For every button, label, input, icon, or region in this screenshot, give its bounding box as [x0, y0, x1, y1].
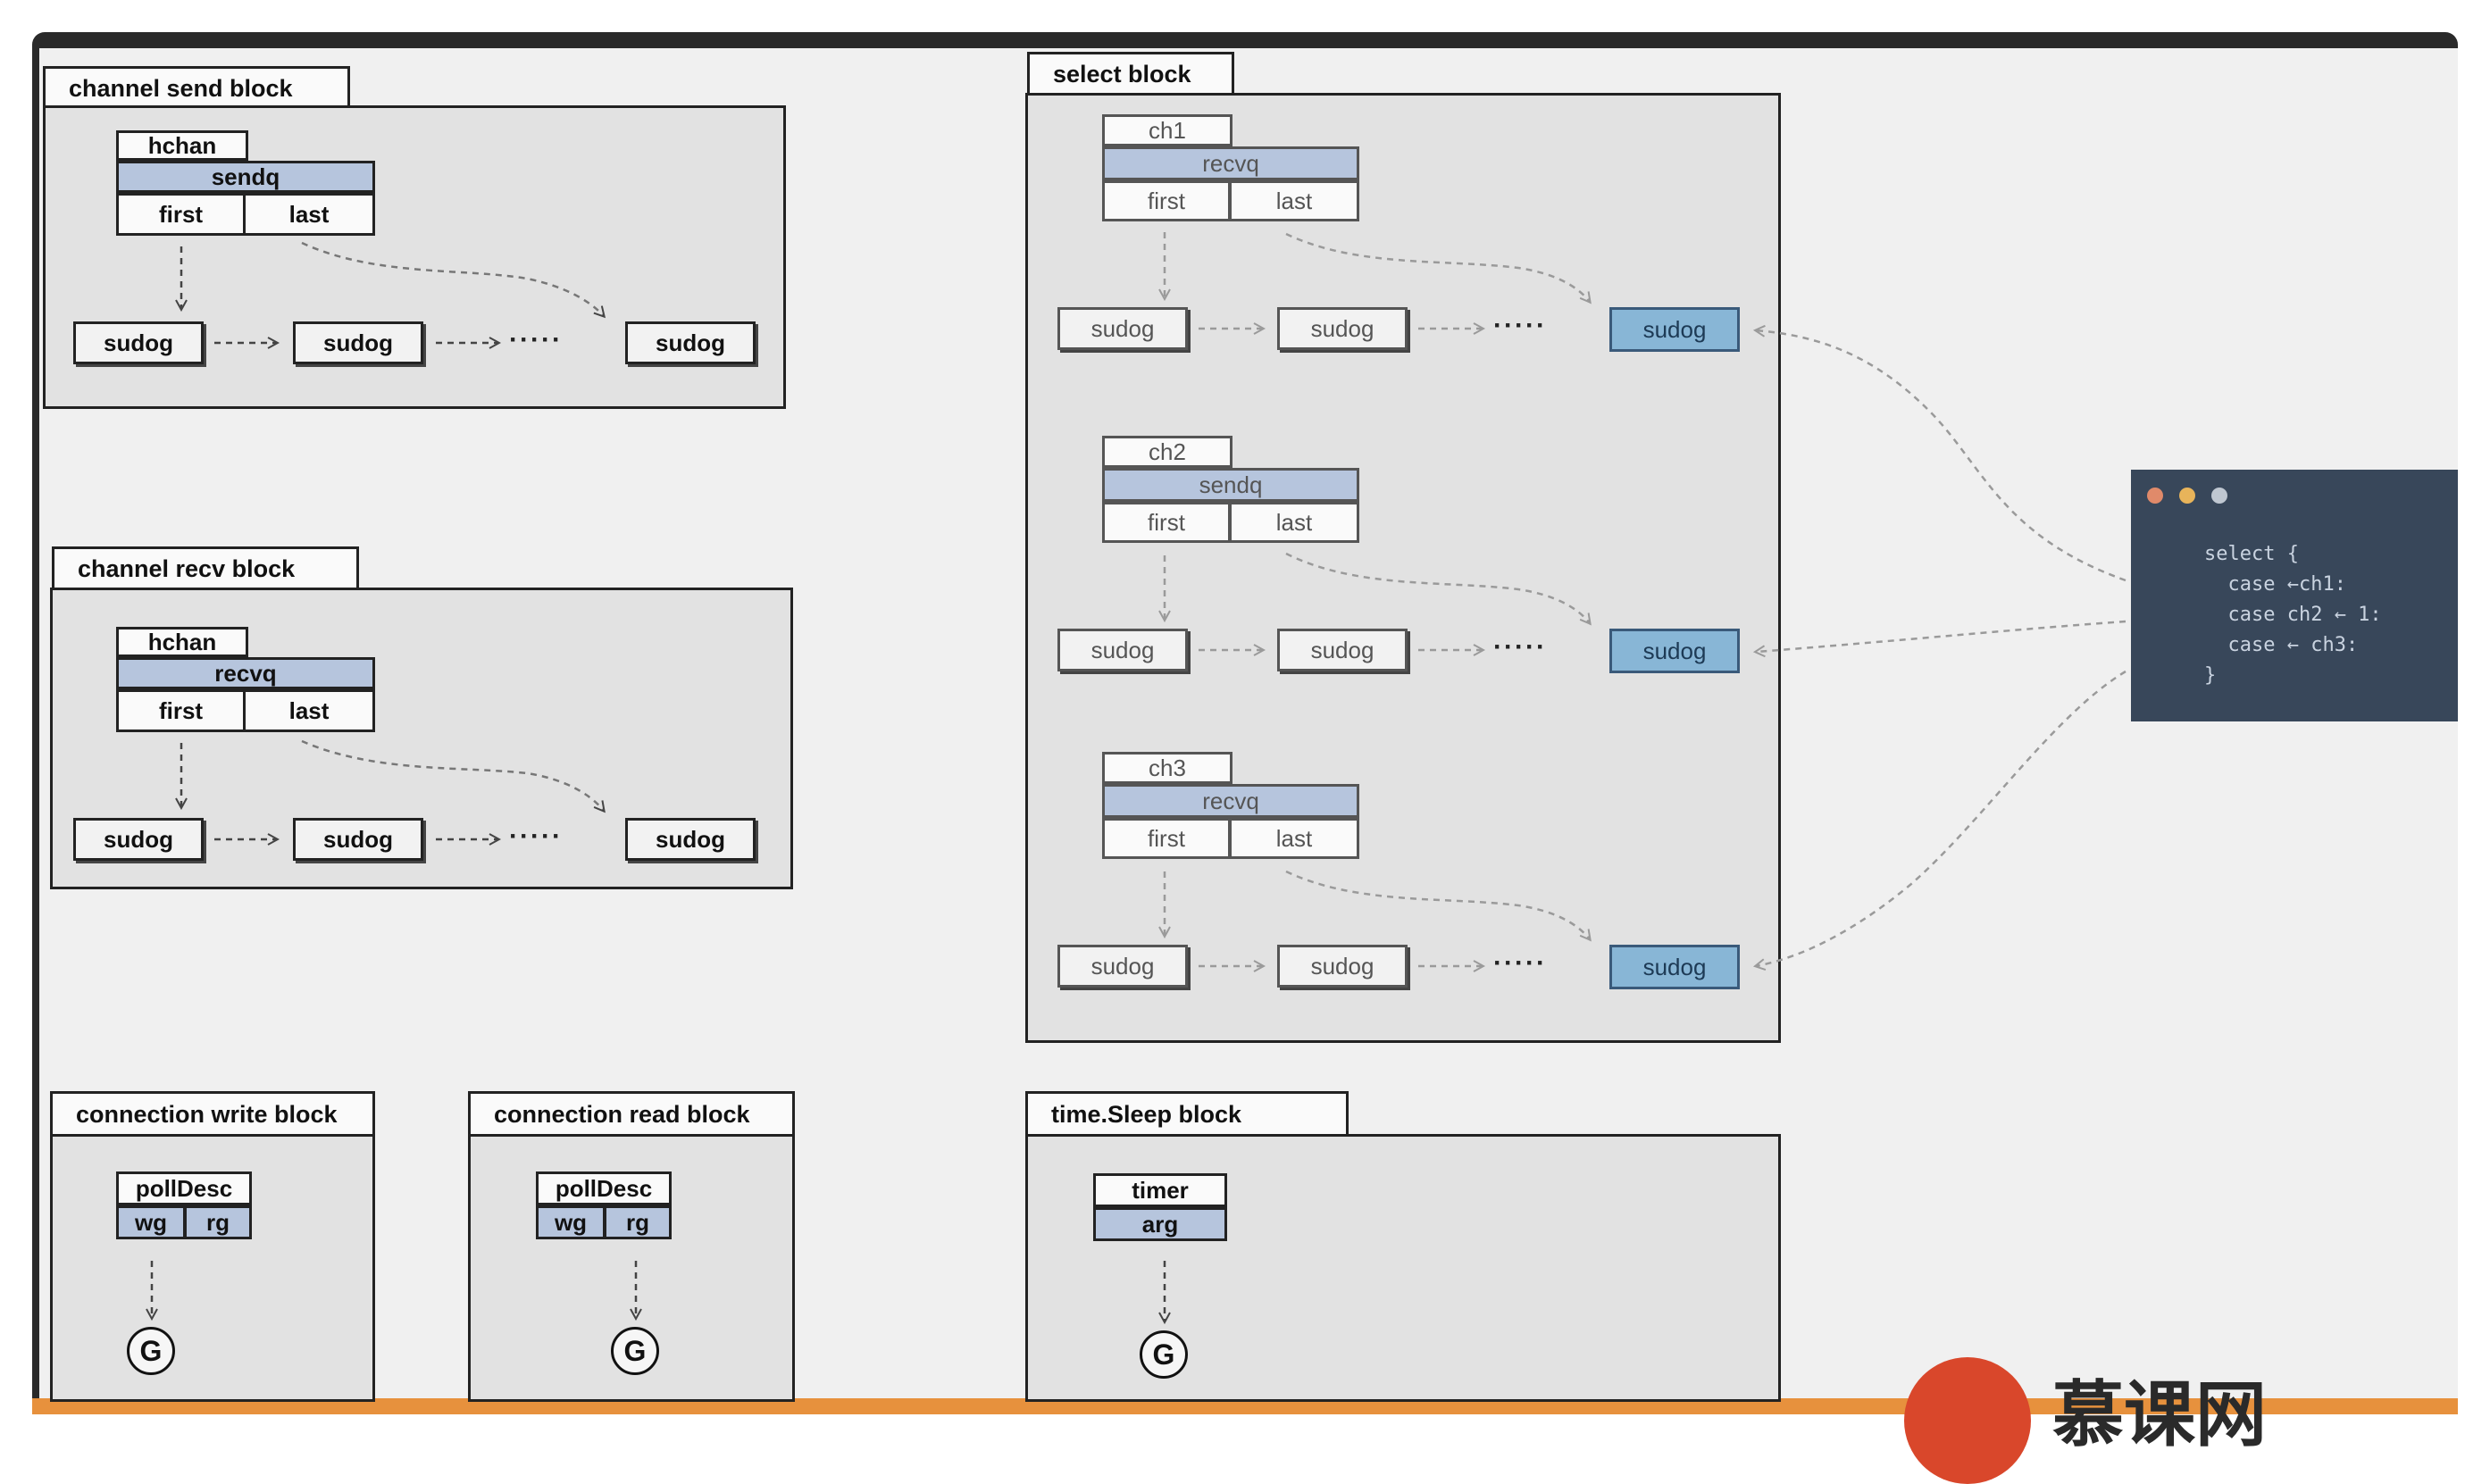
watermark-text: 慕课网: [2052, 1375, 2267, 1455]
queue-label: recvq: [1102, 146, 1359, 180]
window-dot-icon: [2211, 488, 2227, 504]
block-title: channel recv block: [52, 546, 359, 589]
sudog-box: sudog: [1057, 629, 1188, 671]
channel-name: ch3: [1102, 752, 1232, 784]
goroutine-g-icon: G: [127, 1327, 175, 1375]
block-title: channel send block: [43, 66, 350, 109]
arg-field: arg: [1093, 1207, 1227, 1241]
queue-label: recvq: [1102, 784, 1359, 818]
ellipsis: ·····: [509, 821, 563, 851]
sudog-box: sudog: [625, 818, 756, 861]
block-title: time.Sleep block: [1025, 1091, 1349, 1136]
last-field: last: [1229, 180, 1359, 221]
block-title: connection write block: [50, 1091, 375, 1136]
ellipsis: ·····: [1493, 632, 1547, 662]
queue-label: sendq: [1102, 468, 1359, 502]
selected-sudog-box: sudog: [1609, 307, 1740, 352]
block-title: connection read block: [468, 1091, 795, 1136]
first-field: first: [1102, 818, 1231, 859]
first-field: first: [116, 689, 246, 732]
block-body: [1025, 93, 1781, 1043]
hchan-label: hchan: [116, 130, 248, 161]
wg-field: wg: [116, 1205, 186, 1239]
timer-label: timer: [1093, 1173, 1227, 1207]
sudog-box: sudog: [1277, 629, 1408, 671]
last-field: last: [1229, 502, 1359, 543]
last-field: last: [243, 193, 375, 236]
connector-arrows: [0, 232, 2127, 1450]
hchan-label: hchan: [116, 627, 248, 657]
ellipsis: ·····: [509, 325, 563, 354]
recvq-label: recvq: [116, 657, 375, 689]
code-line: case ← ch3:: [2204, 634, 2359, 656]
sudog-box: sudog: [293, 321, 423, 364]
channel-name: ch2: [1102, 436, 1232, 468]
rg-field: rg: [184, 1205, 252, 1239]
sudog-box: sudog: [73, 321, 204, 364]
code-line: case ←ch1:: [2204, 573, 2346, 596]
sudog-box: sudog: [625, 321, 756, 364]
polldesc-label: pollDesc: [536, 1171, 672, 1205]
first-field: first: [1102, 180, 1231, 221]
first-field: first: [116, 193, 246, 236]
goroutine-g-icon: G: [1140, 1330, 1188, 1379]
sudog-box: sudog: [1277, 945, 1408, 988]
code-line: case ch2 ← 1:: [2204, 604, 2382, 626]
sudog-box: sudog: [1277, 307, 1408, 350]
code-line: }: [2204, 664, 2217, 687]
rg-field: rg: [604, 1205, 672, 1239]
polldesc-label: pollDesc: [116, 1171, 252, 1205]
sendq-label: sendq: [116, 161, 375, 193]
selected-sudog-box: sudog: [1609, 629, 1740, 673]
code-line: select {: [2204, 543, 2299, 565]
last-field: last: [243, 689, 375, 732]
channel-name: ch1: [1102, 114, 1232, 146]
window-dot-icon: [2147, 488, 2163, 504]
select-code-panel: select { case ←ch1: case ch2 ← 1: case ←…: [2131, 470, 2458, 721]
last-field: last: [1229, 818, 1359, 859]
wg-field: wg: [536, 1205, 606, 1239]
first-field: first: [1102, 502, 1231, 543]
sudog-box: sudog: [73, 818, 204, 861]
window-dot-icon: [2179, 488, 2195, 504]
selected-sudog-box: sudog: [1609, 945, 1740, 989]
goroutine-g-icon: G: [611, 1327, 659, 1375]
sudog-box: sudog: [1057, 307, 1188, 350]
bottom-accent-bar: [32, 1398, 2458, 1414]
ellipsis: ·····: [1493, 311, 1547, 340]
ellipsis: ·····: [1493, 948, 1547, 978]
sudog-box: sudog: [293, 818, 423, 861]
block-title: select block: [1027, 52, 1234, 95]
sudog-box: sudog: [1057, 945, 1188, 988]
